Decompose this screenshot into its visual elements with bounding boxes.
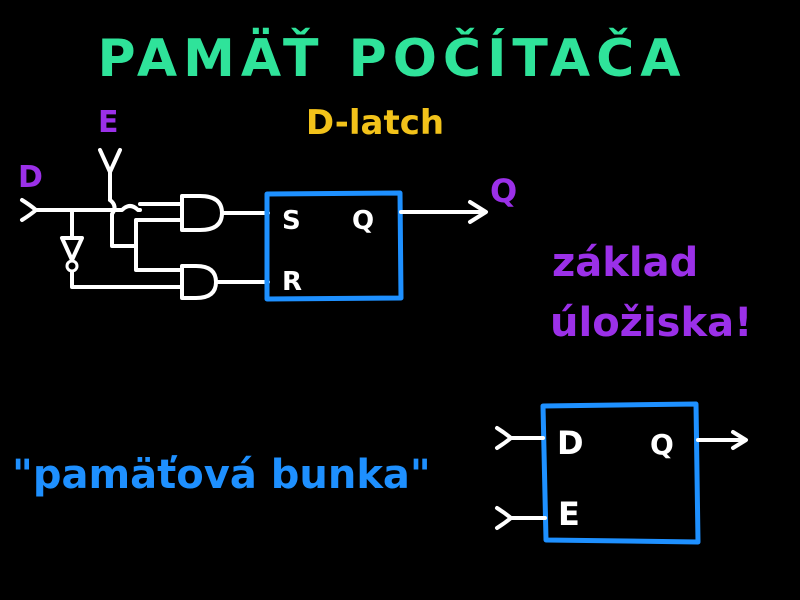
and-gate-upper-icon — [180, 194, 224, 232]
input-e-label: E — [98, 105, 119, 140]
output-arrow-icon — [399, 200, 488, 224]
input-d-label: D — [18, 160, 43, 195]
not-gate-bubble — [65, 259, 79, 273]
output-q-label: Q — [490, 172, 517, 210]
d-input-wire — [20, 198, 142, 222]
memory-cell-block: D Q E — [495, 401, 748, 545]
inverted-d-wire — [70, 270, 184, 289]
cell-d-label: D — [557, 424, 584, 462]
note-line-1: základ — [552, 240, 698, 286]
cell-d-input-wire — [495, 426, 545, 450]
sr-q-label: Q — [352, 206, 374, 236]
and-gate-lower-icon — [180, 264, 218, 300]
page-title: PAMÄŤ POČÍTAČA — [97, 27, 686, 89]
not-gate-icon — [60, 236, 84, 262]
memory-cell-quote: "pamäťová bunka" — [12, 452, 431, 498]
e-distribution-wire — [108, 198, 184, 272]
cell-e-label: E — [558, 495, 580, 533]
d-latch-circuit: D E S Q R Q — [18, 105, 517, 302]
e-input-wire — [98, 148, 122, 202]
sr-r-label: R — [282, 267, 302, 297]
note-line-2: úložiska! — [550, 300, 752, 346]
sr-s-label: S — [282, 206, 301, 236]
sr-latch-box — [264, 190, 404, 302]
cell-output-arrow-icon — [696, 430, 748, 450]
subtitle-d-latch: D-latch — [306, 103, 444, 143]
cell-e-input-wire — [495, 506, 547, 530]
memory-cell-box — [540, 401, 701, 545]
cell-q-label: Q — [650, 428, 674, 461]
